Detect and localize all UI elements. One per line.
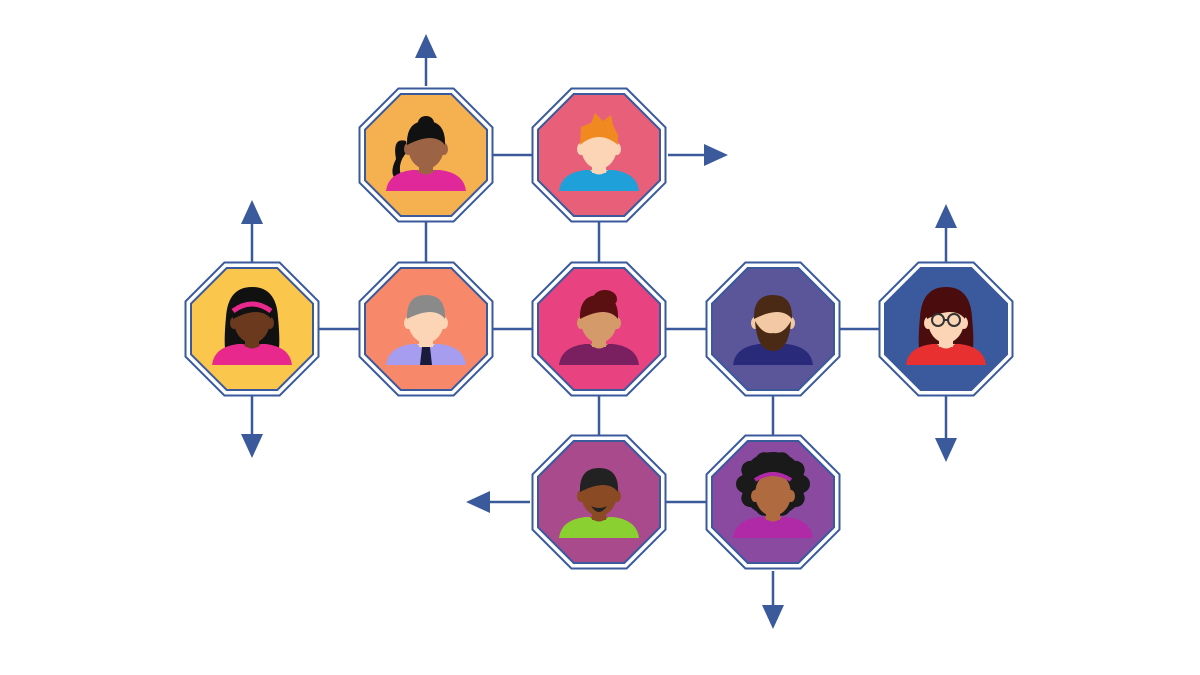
person-avatar-icon <box>559 290 639 365</box>
arrow-up-icon <box>415 34 437 86</box>
person-avatar-icon <box>386 116 466 191</box>
avatar-node-man-ginger <box>531 87 667 223</box>
person-avatar-icon <box>559 113 639 191</box>
direction-arrows <box>241 34 957 629</box>
avatar-node-woman-center <box>531 261 667 397</box>
person-avatar-icon <box>559 468 639 538</box>
avatar-node-woman-glasses <box>878 261 1014 397</box>
avatar-node-woman-ponytail <box>358 87 494 223</box>
arrow-up-icon <box>241 200 263 262</box>
avatar-node-man-tie <box>358 261 494 397</box>
person-avatar-icon <box>386 295 466 365</box>
arrow-down-icon <box>935 396 957 462</box>
arrow-up-icon <box>935 204 957 262</box>
person-avatar-icon <box>906 287 986 365</box>
avatar-node-woman-afro <box>705 434 841 570</box>
avatar-nodes <box>184 87 1014 570</box>
person-avatar-icon <box>733 452 813 538</box>
arrow-down-icon <box>241 396 263 458</box>
person-avatar-icon <box>212 287 292 365</box>
arrow-down-icon <box>762 571 784 629</box>
arrow-right-icon <box>668 144 728 166</box>
avatar-node-woman-headband <box>184 261 320 397</box>
avatar-node-man-beard <box>705 261 841 397</box>
arrow-left-icon <box>466 491 530 513</box>
avatar-node-man-goatee <box>531 434 667 570</box>
person-avatar-icon <box>733 295 813 365</box>
